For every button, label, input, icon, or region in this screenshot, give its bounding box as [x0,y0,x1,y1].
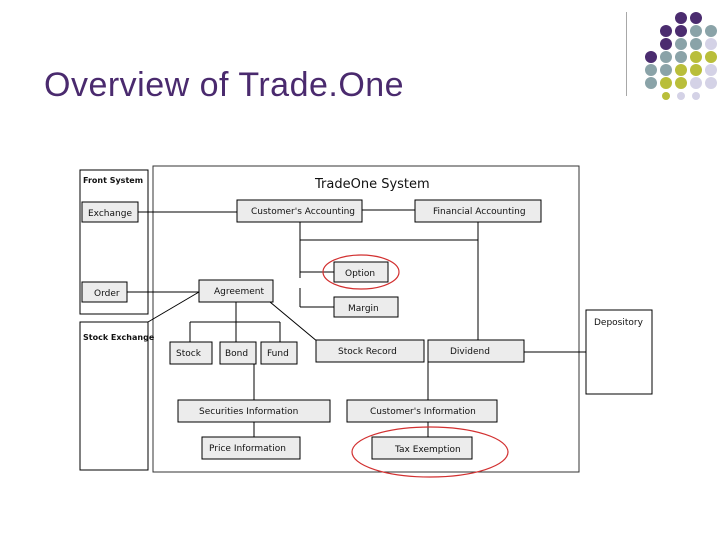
option-label: Option [345,269,375,279]
front-system-label: Front System [83,176,143,185]
stock-exchange-label: Stock Exchange [83,333,155,342]
dividend-label: Dividend [450,347,490,357]
bond-label: Bond [225,349,248,359]
option-box [333,261,389,283]
fund-label: Fund [267,349,289,359]
exchange-box [81,201,139,223]
customers-information-box [346,399,498,423]
customers-information-label: Customer's Information [370,407,476,417]
depository-label: Depository [594,318,644,328]
stock-record-box [315,339,425,363]
agreement-label: Agreement [214,287,264,297]
slide-title: Overview of Trade.One [44,66,405,104]
securities-information-box [177,399,331,423]
exchange-label: Exchange [88,209,132,219]
agreement-box [198,279,274,303]
price-information-box [201,436,301,460]
securities-information-label: Securities Information [199,407,298,417]
tax-exemption-highlight-ellipse [351,426,509,478]
stock-exchange-panel [79,321,149,471]
stock-record-label: Stock Record [338,347,397,357]
system-title-label: TradeOne System [314,177,430,192]
financial-accounting-label: Financial Accounting [433,207,526,217]
price-information-label: Price Information [209,444,286,454]
fund-box [260,341,298,365]
title-divider [626,12,627,96]
financial-accounting-box [414,199,542,223]
dividend-box [427,339,525,363]
stock-label: Stock [176,349,202,359]
bond-box [219,341,257,365]
customers-accounting-label: Customer's Accounting [251,207,355,217]
margin-box [333,296,399,318]
margin-label: Margin [348,304,379,314]
order-label: Order [94,289,120,299]
customers-accounting-box [236,199,363,223]
depository-panel [585,309,653,395]
stock-box [169,341,213,365]
tax-exemption-box [371,436,473,460]
option-highlight-ellipse [322,254,400,290]
tax-exemption-label: Tax Exemption [394,445,461,455]
decorative-dot-grid [645,12,717,100]
order-box [81,281,128,303]
